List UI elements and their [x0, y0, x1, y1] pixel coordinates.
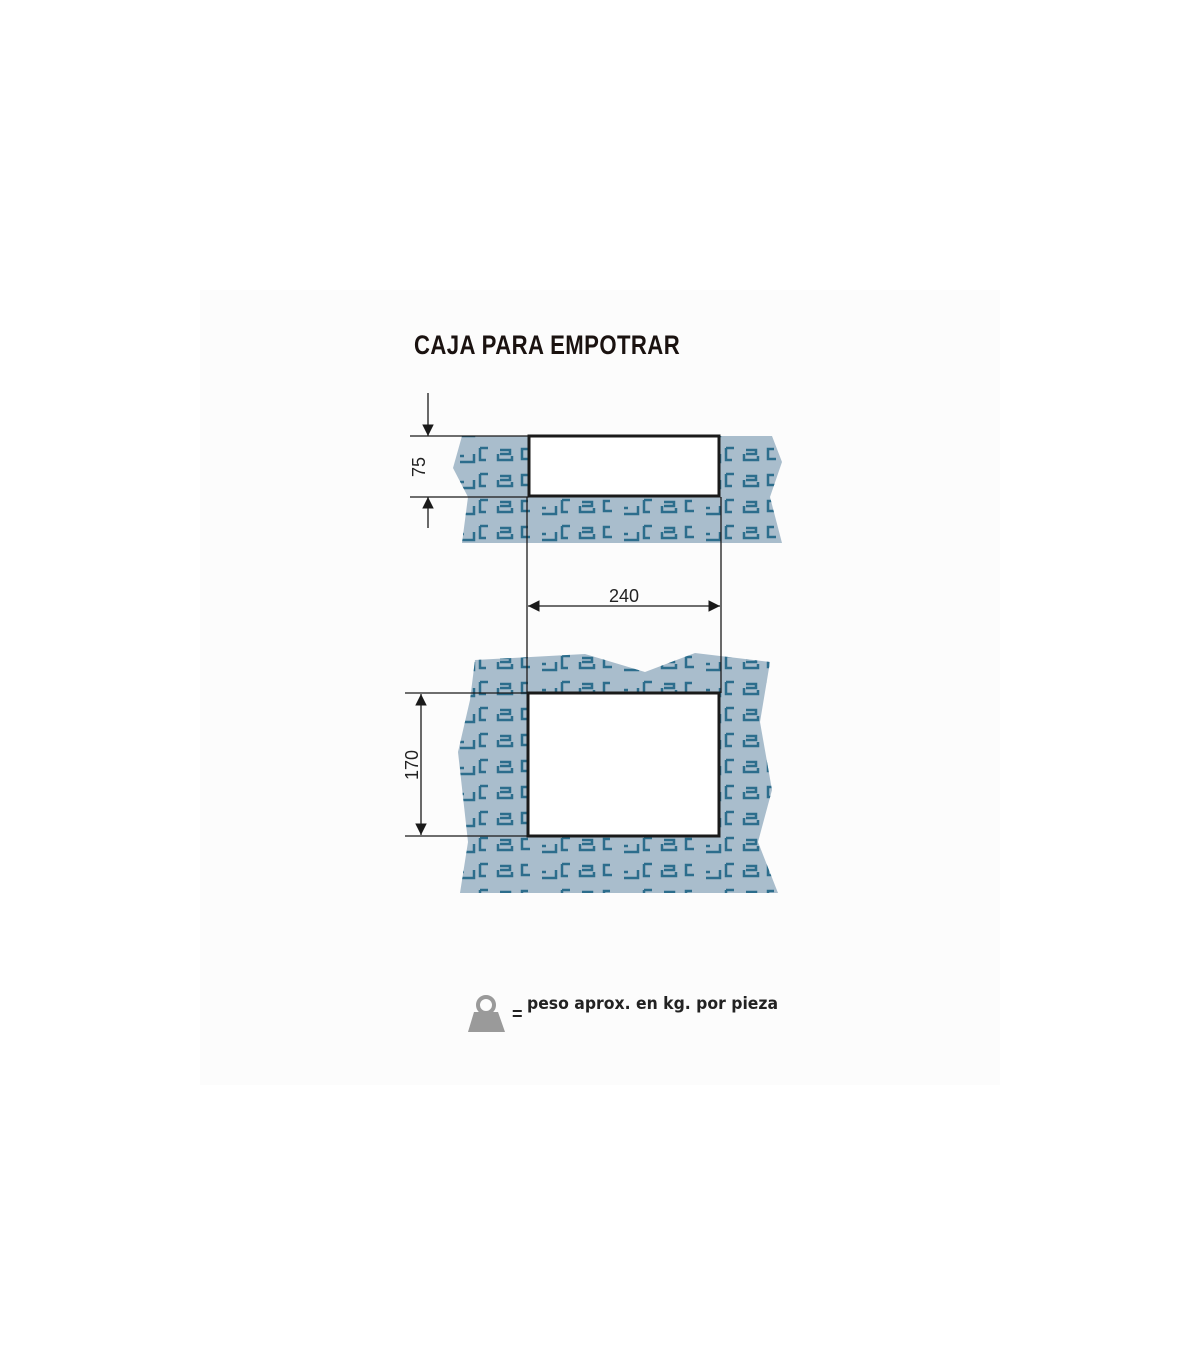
dimension-width: 240	[609, 586, 639, 606]
legend-text: peso aprox. en kg. por pieza	[526, 994, 778, 1014]
page-title: CAJA PARA EMPOTRAR	[414, 330, 681, 360]
legend: = peso aprox. en kg. por pieza	[468, 994, 799, 1034]
legend-equals: =	[512, 1004, 523, 1024]
dimension-top-height: 75	[409, 457, 429, 477]
height-170-dimension	[405, 692, 528, 837]
height-75-dimension	[410, 393, 529, 528]
top-wall-section	[453, 434, 782, 543]
bottom-box-opening	[526, 691, 721, 838]
dimension-bottom-height: 170	[402, 750, 422, 780]
top-box-opening	[527, 434, 721, 498]
width-240-dimension	[526, 497, 722, 612]
bottom-wall-section	[458, 612, 778, 893]
weight-icon	[468, 995, 505, 1032]
